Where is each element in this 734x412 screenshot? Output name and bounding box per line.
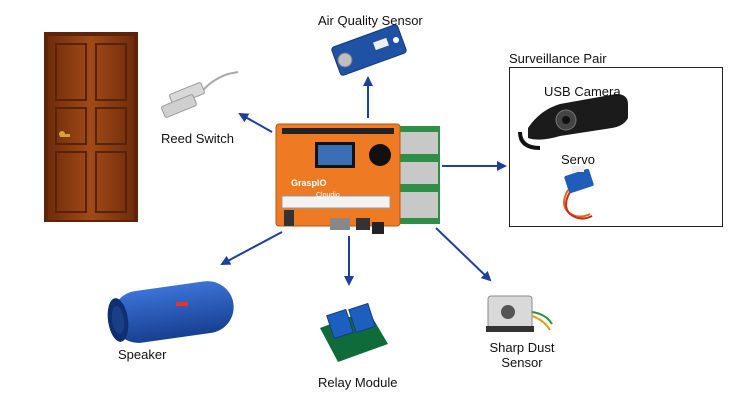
arrow-to-reed-switch bbox=[238, 113, 273, 133]
relay-module-image bbox=[320, 302, 388, 362]
servo-image bbox=[563, 166, 594, 220]
speaker-label: Speaker bbox=[118, 347, 167, 362]
air-quality-sensor-label: Air Quality Sensor bbox=[318, 13, 423, 28]
board-brand-text: GraspIO bbox=[291, 178, 327, 188]
connection-arrows bbox=[220, 76, 507, 286]
reed-switch-image bbox=[161, 71, 239, 118]
usb-camera-image bbox=[518, 94, 628, 150]
graspio-board-image bbox=[275, 123, 440, 234]
speaker-image bbox=[107, 281, 234, 343]
air-quality-sensor-image bbox=[331, 24, 407, 76]
usb-camera-label: USB Camera bbox=[544, 84, 621, 99]
sharp-dust-sensor-label: Sharp Dust Sensor bbox=[486, 340, 558, 370]
relay-module-label: Relay Module bbox=[318, 375, 398, 390]
door-image bbox=[44, 32, 138, 222]
sharp-dust-sensor-label-line2: Sensor bbox=[501, 355, 543, 370]
board-model-text: Cloudio bbox=[316, 192, 340, 199]
arrow-to-sharp-dust-sensor bbox=[435, 227, 492, 282]
surveillance-pair-label: Surveillance Pair bbox=[509, 51, 607, 66]
servo-label: Servo bbox=[561, 152, 595, 167]
arrow-to-speaker bbox=[220, 231, 283, 265]
sharp-dust-sensor-image bbox=[486, 295, 553, 332]
reed-switch-label: Reed Switch bbox=[161, 131, 234, 146]
sharp-dust-sensor-label-line1: Sharp Dust bbox=[489, 340, 555, 355]
surveillance-pair-box bbox=[509, 67, 723, 227]
